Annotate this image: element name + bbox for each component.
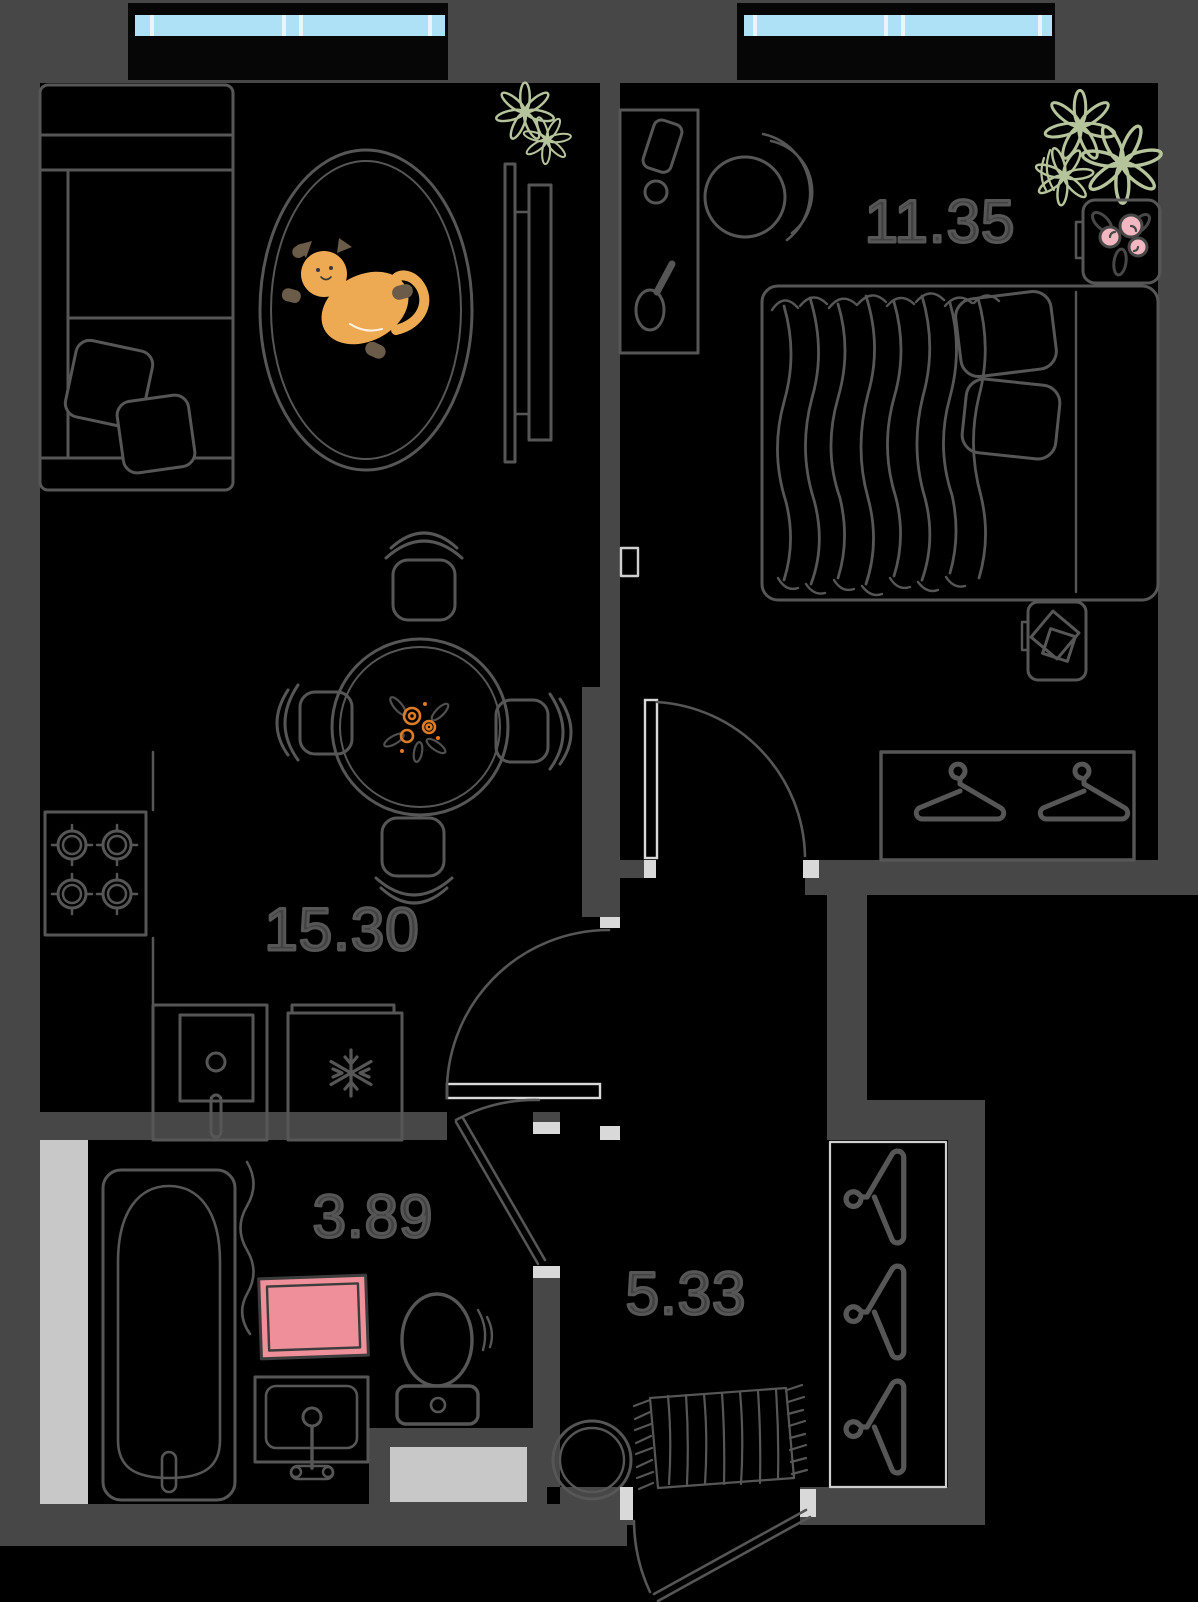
- chair-bottom: [374, 816, 454, 905]
- wall-bedroom-bottom-stub: [620, 860, 646, 878]
- toilet: [395, 1292, 494, 1426]
- window-left-glass: [135, 15, 445, 36]
- window-left-frame: [128, 3, 448, 80]
- bed-bench: [1020, 600, 1088, 682]
- window-left: [128, 3, 448, 80]
- plant-bedroom: [1024, 88, 1178, 218]
- hallway-wardrobe: [828, 1140, 948, 1489]
- wall-right: [1158, 83, 1198, 895]
- doors: [445, 698, 819, 1602]
- wall-living-bedroom-lower: [582, 687, 620, 917]
- door-bedroom: [643, 698, 819, 878]
- door-swing-arc: [445, 928, 611, 1100]
- window-right-frame: [737, 3, 1055, 80]
- area-label-hallway: 5.33: [626, 1260, 747, 1327]
- flower-decor: [1091, 211, 1151, 277]
- nightstand: [1074, 198, 1162, 285]
- area-label-bedroom: 11.35: [865, 188, 1016, 255]
- bed: [760, 284, 1160, 602]
- door-entrance: [620, 1487, 816, 1602]
- door-leaf: [643, 698, 659, 860]
- door-swing-arc: [655, 700, 807, 858]
- wall-living-bottom: [0, 1112, 447, 1140]
- bathtub: [101, 1168, 237, 1502]
- dining-table: [330, 637, 510, 817]
- door-swing-arc: [454, 1098, 541, 1122]
- kitchen-sink-cabinet: [151, 1003, 269, 1142]
- door-living-hall: [445, 917, 620, 1140]
- sofa-pillow: [115, 393, 197, 475]
- windows: [128, 3, 1055, 80]
- chair-left: [275, 683, 354, 762]
- door-leaf: [445, 1082, 602, 1100]
- room-hallway: 5.33: [551, 1140, 948, 1501]
- desk-chair: [703, 132, 814, 242]
- wall-bedroom-bottom: [805, 860, 1198, 895]
- entrance-door-opening: [633, 1487, 800, 1525]
- tv-console: [503, 162, 553, 464]
- sofa: [38, 83, 235, 492]
- rug-oval: [258, 148, 474, 472]
- door-leaf: [454, 1116, 547, 1266]
- blanket-folds: [770, 292, 1001, 597]
- pillow: [954, 290, 1058, 378]
- stove: [43, 810, 148, 937]
- room-living-kitchen: 15.30: [38, 81, 582, 1142]
- bathroom-sink: [253, 1375, 370, 1481]
- table-flowers: [383, 696, 450, 763]
- wall-living-bedroom: [600, 83, 620, 687]
- hand-mirror: [634, 260, 676, 332]
- chair-top: [384, 531, 464, 622]
- wall-hallway-left: [827, 895, 867, 1140]
- wall-shelf: [619, 546, 640, 578]
- wall-hallway-right: [948, 1140, 985, 1525]
- mirror: [551, 1419, 633, 1501]
- window-right: [737, 3, 1055, 80]
- door-bathroom: [454, 1098, 560, 1278]
- window-left-mullions: [150, 15, 432, 36]
- tv: [527, 183, 553, 442]
- room-bathroom: 3.89: [40, 1140, 527, 1504]
- area-label-living: 15.30: [264, 896, 419, 963]
- pillow: [960, 377, 1062, 461]
- bedroom-wardrobe: [879, 750, 1136, 862]
- wall-bathroom-right-stub: [533, 1112, 560, 1122]
- hall-rug: [632, 1383, 809, 1491]
- threshold-mat: [390, 1447, 527, 1502]
- wall-bathroom-bottom: [0, 1504, 627, 1546]
- cat-icon: [281, 238, 430, 359]
- dining-chairs: [275, 531, 573, 905]
- door-leaf: [652, 1508, 812, 1602]
- washing-machine: [257, 1273, 370, 1361]
- dressing-table: [618, 108, 700, 355]
- wall-left: [0, 83, 40, 1546]
- window-right-mullions: [753, 15, 1042, 36]
- shaft: [40, 1140, 88, 1504]
- window-right-glass: [744, 15, 1052, 36]
- door-swing-arc: [632, 1519, 652, 1594]
- area-label-bathroom: 3.89: [313, 1183, 434, 1250]
- room-bedroom: 11.35: [618, 88, 1178, 862]
- curtain-wave: [239, 1160, 255, 1336]
- chair-right: [494, 692, 573, 771]
- wall-hallway-ledge: [867, 1100, 985, 1140]
- fridge: [286, 1003, 404, 1142]
